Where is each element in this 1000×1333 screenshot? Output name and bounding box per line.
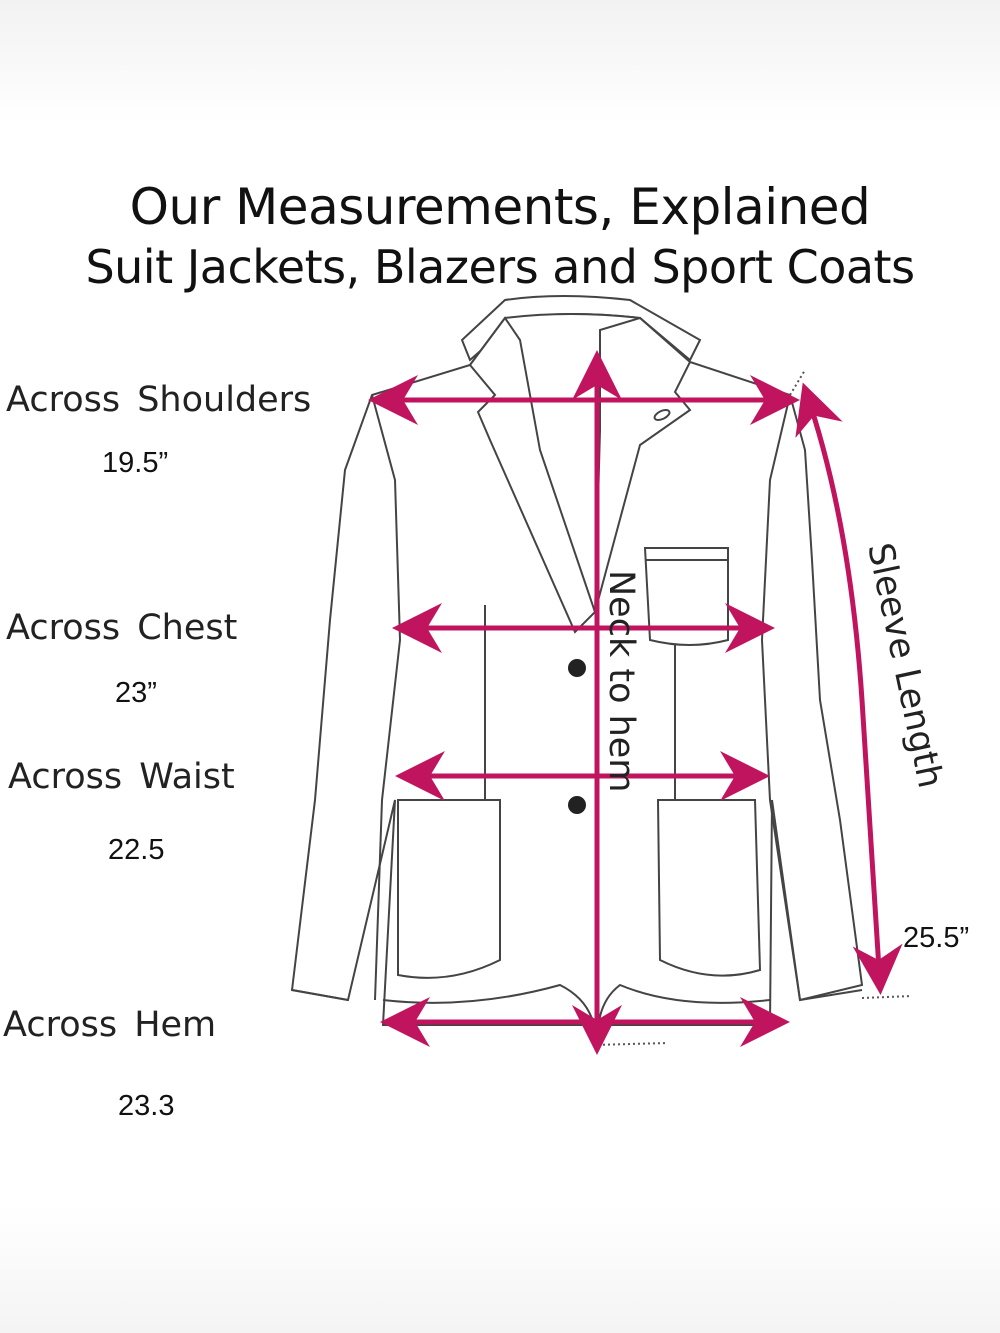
value-across-shoulders: 19.5” xyxy=(102,447,169,479)
value-across-waist: 22.5 xyxy=(108,834,165,866)
title-line-2: Suit Jackets, Blazers and Sport Coats xyxy=(85,240,915,294)
label-across-chest: Across Chest xyxy=(6,608,238,648)
button-bottom xyxy=(568,796,586,814)
value-sleeve-length: 25.5” xyxy=(903,922,970,954)
neck-to-hem-label: Neck to hem xyxy=(601,570,641,792)
sleeve-length-label: Sleeve Length xyxy=(859,540,950,792)
value-across-chest: 23” xyxy=(115,677,157,709)
label-across-waist: Across Waist xyxy=(8,757,235,797)
label-across-shoulders: Across Shoulders xyxy=(6,380,312,420)
sleeve-arrow xyxy=(795,382,903,995)
title-line-1: Our Measurements, Explained xyxy=(129,178,871,236)
value-across-hem: 23.3 xyxy=(118,1090,175,1122)
button-top xyxy=(568,659,586,677)
label-across-hem: Across Hem xyxy=(3,1005,217,1045)
